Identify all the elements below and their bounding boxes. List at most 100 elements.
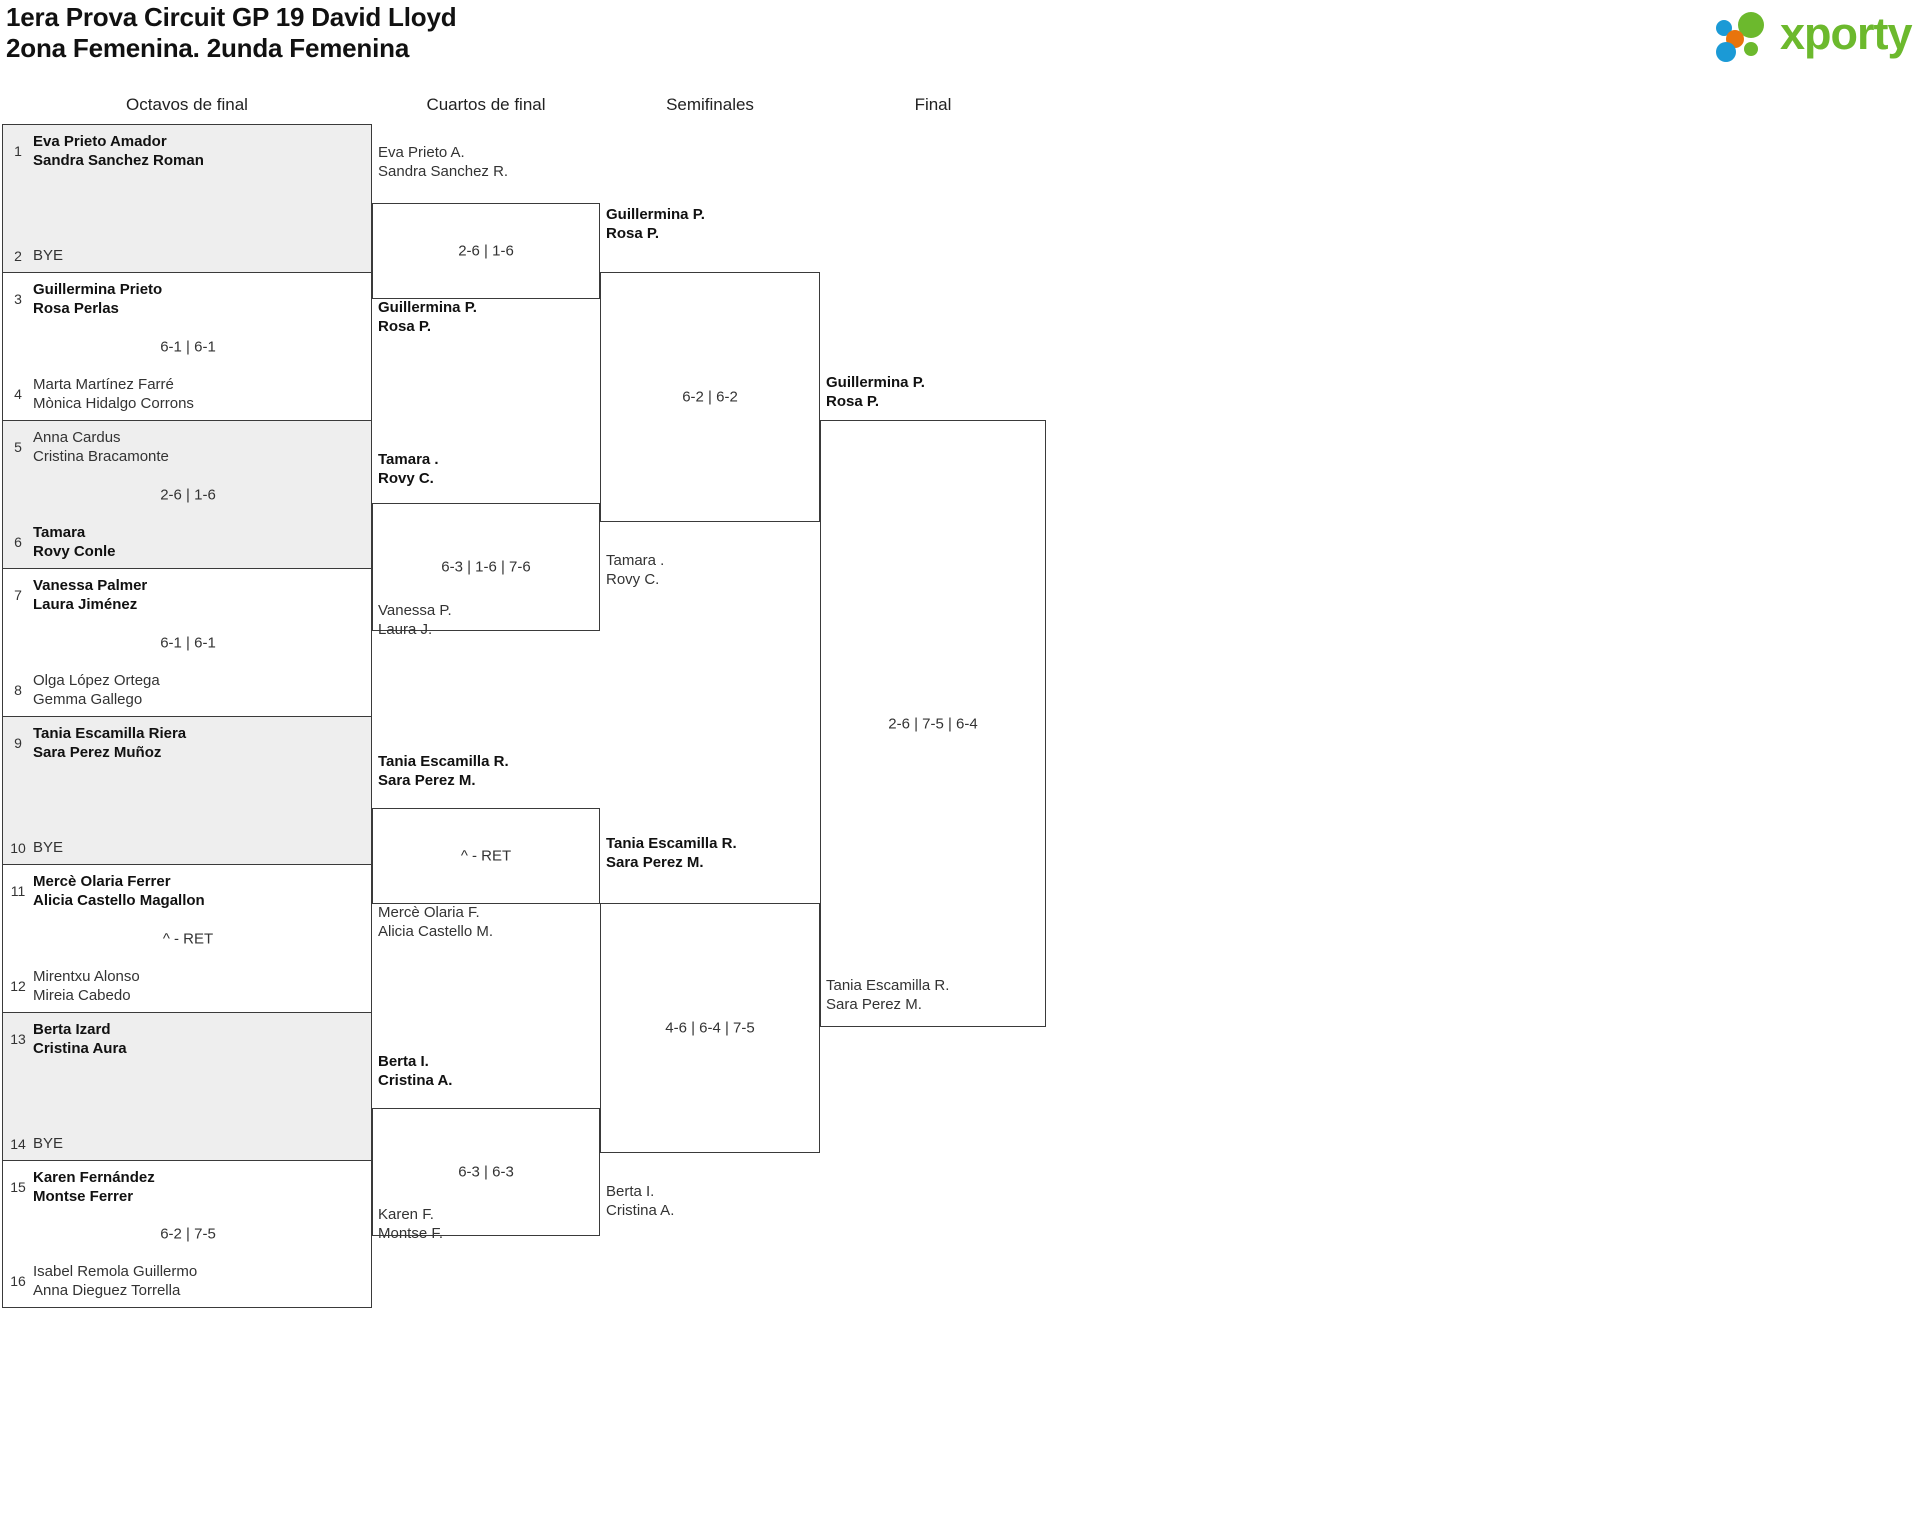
seed-number: 5 bbox=[14, 439, 22, 455]
player-name: Tania Escamilla R. bbox=[606, 835, 737, 852]
seed-number: 12 bbox=[10, 978, 26, 994]
logo-wordmark: xporty bbox=[1780, 8, 1913, 59]
player-name: Sandra Sanchez R. bbox=[378, 163, 509, 180]
match-score: ^ - RET bbox=[460, 847, 512, 865]
player-name: Rosa P. bbox=[606, 225, 660, 242]
player-name: Cristina Bracamonte bbox=[33, 448, 169, 465]
xporty-logo[interactable]: xporty bbox=[1716, 6, 1913, 62]
match-score: 6-2 | 7-5 bbox=[160, 1225, 216, 1243]
player-name: Alicia Castello Magallon bbox=[33, 892, 205, 909]
title-line-1: 1era Prova Circuit GP 19 David Lloyd bbox=[6, 2, 457, 32]
qf-match-box[interactable]: ^ - RET bbox=[372, 808, 600, 904]
player-name: Cristina A. bbox=[378, 1072, 453, 1089]
seed-number: 13 bbox=[10, 1031, 26, 1047]
player-name: Olga López Ortega bbox=[33, 672, 160, 689]
sf-player-bottom: Tamara .Rovy C. bbox=[606, 551, 664, 589]
seed-number: 16 bbox=[10, 1273, 26, 1289]
player-name: Karen F. bbox=[378, 1206, 434, 1223]
player-name: Sandra Sanchez Roman bbox=[33, 152, 204, 169]
player-name: Cristina A. bbox=[606, 1202, 675, 1219]
bye-label: BYE bbox=[33, 1135, 64, 1152]
player-name: Gemma Gallego bbox=[33, 691, 143, 708]
qf-match-box[interactable]: 2-6 | 1-6 bbox=[372, 203, 600, 299]
player-name: Anna Dieguez Torrella bbox=[33, 1282, 181, 1299]
player-name: Mercè Olaria F. bbox=[378, 904, 480, 921]
qf-player-bottom: Vanessa P.Laura J. bbox=[378, 601, 452, 639]
player-name: Isabel Remola Guillermo bbox=[33, 1263, 198, 1280]
qf-match-box[interactable]: 6-3 | 6-3 bbox=[372, 1108, 600, 1236]
seed-number: 11 bbox=[10, 883, 26, 899]
page-title: 1era Prova Circuit GP 19 David Lloyd 2on… bbox=[6, 2, 457, 64]
sf-player-top: Tania Escamilla R. Sara Perez M. bbox=[606, 834, 737, 872]
sf-player-bottom: Berta I.Cristina A. bbox=[606, 1182, 674, 1220]
match-score: 2-6 | 1-6 bbox=[160, 486, 216, 503]
seed-number: 8 bbox=[14, 682, 22, 698]
logo-dot-green-small bbox=[1744, 42, 1758, 56]
match-score: 6-2 | 6-2 bbox=[682, 388, 738, 406]
seed-number: 7 bbox=[14, 587, 22, 603]
round-header-semis: Semifinales bbox=[666, 95, 754, 114]
match-score: 6-3 | 6-3 bbox=[458, 1163, 514, 1181]
player-name: Cristina Aura bbox=[33, 1040, 127, 1057]
player-name: Laura J. bbox=[378, 621, 433, 638]
sf-match-box[interactable]: 4-6 | 6-4 | 7-5 bbox=[600, 903, 820, 1153]
player-name: Mercè Olaria Ferrer bbox=[33, 873, 171, 890]
seed-number: 15 bbox=[10, 1179, 26, 1195]
player-name: Vanessa Palmer bbox=[33, 577, 148, 594]
player-name: Sara Perez M. bbox=[606, 854, 704, 871]
qf-player-top: Tania Escamilla R. Sara Perez M. bbox=[378, 752, 509, 790]
seed-number: 6 bbox=[14, 534, 22, 550]
player-name: Tania Escamilla R. bbox=[378, 753, 509, 770]
seed-number: 2 bbox=[14, 247, 22, 264]
logo-dots-icon bbox=[1716, 12, 1778, 62]
sf-player-top: Guillermina P.Rosa P. bbox=[606, 205, 705, 243]
round-header-octavos: Octavos de final bbox=[126, 95, 248, 114]
player-name: Guillermina P. bbox=[826, 374, 925, 391]
player-name: Rovy Conle bbox=[33, 543, 116, 560]
qf-match-box[interactable]: 6-3 | 1-6 | 7-6 bbox=[372, 503, 600, 631]
player-name: Tania Escamilla R. bbox=[826, 977, 950, 994]
player-name: Rosa P. bbox=[826, 393, 880, 410]
bye-label: BYE bbox=[33, 839, 64, 856]
player-name: Sara Perez M. bbox=[378, 772, 476, 789]
match-score: 6-1 | 6-1 bbox=[160, 634, 216, 651]
sf-match-box[interactable]: 6-2 | 6-2 bbox=[600, 272, 820, 522]
player-name: Berta I. bbox=[378, 1053, 429, 1070]
player-name: Alicia Castello M. bbox=[378, 923, 494, 940]
player-name: Karen Fernández bbox=[33, 1169, 155, 1186]
final-match-box[interactable]: 2-6 | 7-5 | 6-4 bbox=[820, 420, 1046, 1027]
